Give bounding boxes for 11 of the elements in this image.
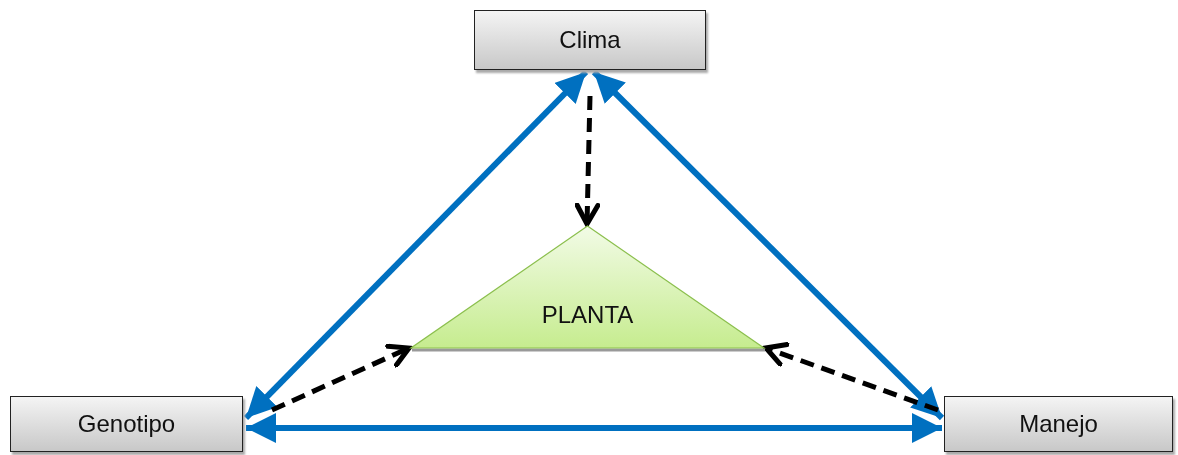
- arrow: [270, 343, 412, 413]
- arrow: [763, 342, 939, 413]
- process-box: [944, 396, 1173, 452]
- node-label: Manejo: [1019, 410, 1098, 438]
- arrow: [574, 95, 601, 227]
- node-label: Genotipo: [77, 410, 176, 438]
- arrow: [246, 413, 942, 443]
- node-label: Clima: [559, 26, 621, 54]
- process-box: [474, 10, 706, 70]
- arrow: [591, 69, 945, 421]
- process-box: [10, 396, 243, 452]
